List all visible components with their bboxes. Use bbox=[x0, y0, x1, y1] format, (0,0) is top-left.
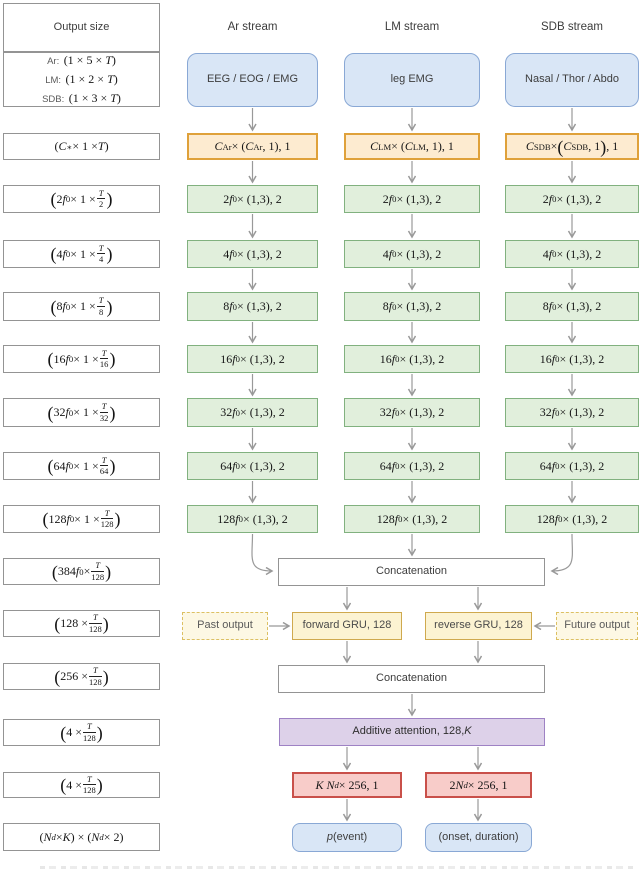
output-size-header: Output size bbox=[3, 3, 160, 52]
regression-output-box: (onset, duration) bbox=[425, 823, 532, 852]
io-size-sdb: SDB: (1 × 3 × T) bbox=[42, 91, 121, 105]
input-box-ar: EEG / EOG / EMG bbox=[187, 53, 318, 107]
future-output-box: Future output bbox=[556, 612, 638, 640]
stream-header-lm: LM stream bbox=[384, 21, 440, 33]
stream-header-ar: Ar stream bbox=[227, 21, 278, 33]
event-output-box: p(event) bbox=[292, 823, 402, 852]
caption-remnant bbox=[40, 866, 634, 869]
past-output-box: Past output bbox=[182, 612, 268, 640]
stream-header-sdb: SDB stream bbox=[541, 21, 603, 33]
input-box-lm: leg EMG bbox=[344, 53, 480, 107]
concatenation-box-1: Concatenation bbox=[278, 558, 545, 586]
forward-gru-box: forward GRU, 128 bbox=[292, 612, 402, 640]
reverse-gru-box: reverse GRU, 128 bbox=[425, 612, 532, 640]
io-size-lm: LM: (1 × 2 × T) bbox=[45, 72, 118, 86]
io-size-ar: Ar: (1 × 5 × T) bbox=[47, 53, 116, 67]
io-size-box: Ar: (1 × 5 × T) LM: (1 × 2 × T) SDB: (1 … bbox=[3, 52, 160, 107]
concatenation-box-2: Concatenation bbox=[278, 665, 545, 693]
output-size-row-0: (C∗ × 1 × T) bbox=[3, 133, 160, 160]
attention-box: Additive attention, 128, K bbox=[279, 718, 545, 746]
input-box-sdb: Nasal / Thor / Abdo bbox=[505, 53, 639, 107]
